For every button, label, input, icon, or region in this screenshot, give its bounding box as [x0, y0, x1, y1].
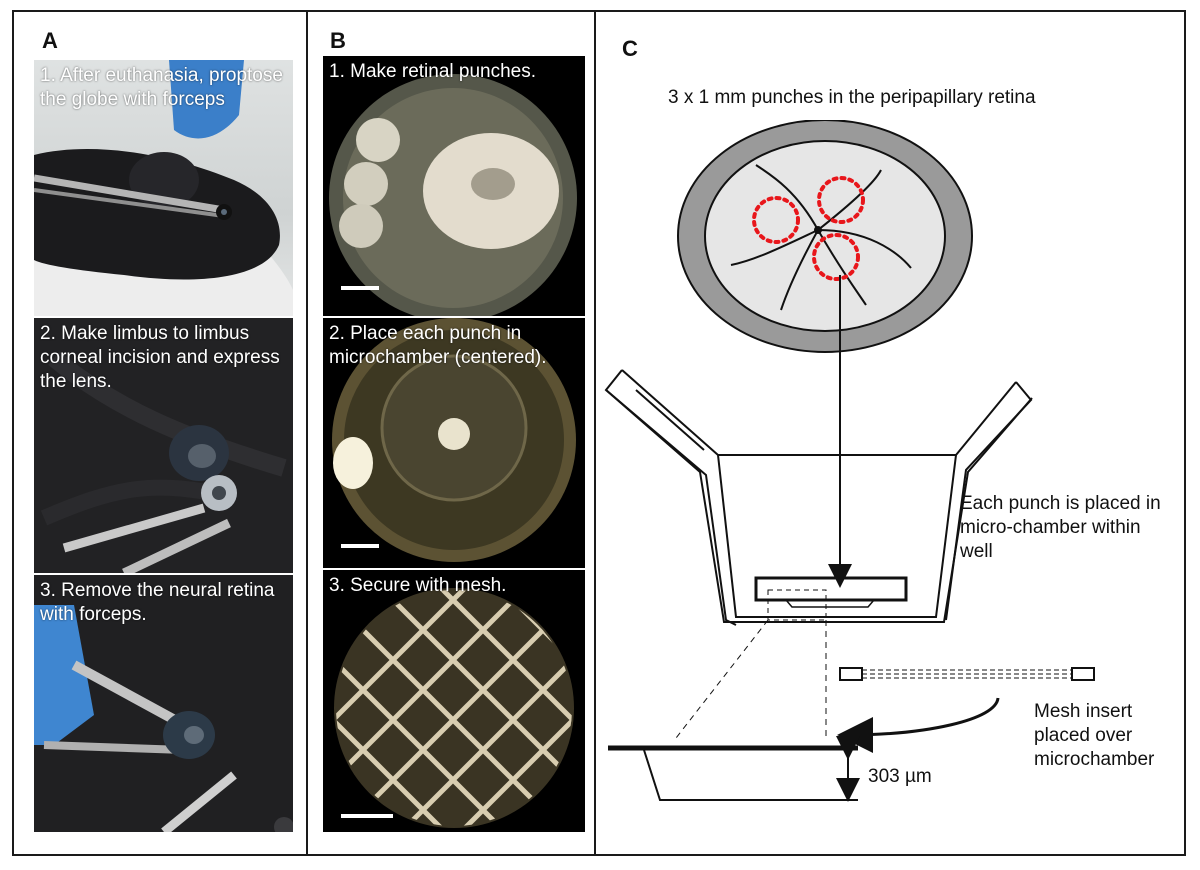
punch-description: 3 x 1 mm punches in the peripapillary re…	[668, 87, 1036, 108]
panel-a-label: A	[42, 28, 58, 53]
microchamber-diagram	[604, 120, 1095, 802]
photo-retinal-punches: 1. Make retinal punches.	[323, 56, 585, 316]
corneal-incision-illustration	[34, 318, 293, 573]
depth-label: 303 µm	[868, 766, 932, 787]
photo-corneal-incision: 2. Make limbus to limbus corneal incisio…	[34, 318, 293, 573]
panel-divider-ab	[306, 10, 308, 856]
mesh-insert	[839, 667, 1095, 681]
photo-remove-retina: 3. Remove the neural retina with forceps…	[34, 575, 293, 832]
step-a3-caption: 3. Remove the neural retina with forceps…	[40, 580, 275, 625]
scale-bar	[341, 544, 379, 548]
step-b3-caption: 3. Secure with mesh.	[329, 575, 507, 596]
mouse-head-illustration	[34, 60, 293, 316]
mesh-placement-arrow	[837, 697, 1000, 753]
microchamber-cross-section	[608, 736, 860, 802]
scale-bar	[341, 814, 393, 818]
zoom-guide-left	[675, 619, 769, 739]
step-b1-caption: 1. Make retinal punches.	[329, 61, 537, 82]
microchamber	[754, 576, 908, 602]
photo-proptose-globe: 1. After euthanasia, proptose the globe …	[34, 60, 293, 316]
microchamber-recess	[785, 599, 875, 608]
panel-divider-bc	[594, 10, 596, 856]
well-walls	[605, 389, 1033, 623]
panel-b-label: B	[330, 28, 346, 53]
retina-flatmount-diagram	[677, 120, 973, 353]
remove-retina-illustration	[34, 575, 293, 832]
step-a2-caption: 2. Make limbus to limbus corneal incisio…	[40, 323, 280, 392]
panel-c-label: C	[622, 36, 638, 61]
mesh-insert-note: Mesh insert placed over microchamber	[1034, 701, 1155, 770]
retinal-punches-illustration	[329, 74, 577, 316]
step-b2-caption: 2. Place each punch in microchamber (cen…	[329, 323, 547, 368]
mesh-photo-illustration	[334, 588, 574, 828]
punch-circles	[752, 176, 865, 281]
figure-frame	[12, 10, 1186, 856]
zoom-region	[767, 589, 827, 621]
photo-microchamber: 2. Place each punch in microchamber (cen…	[323, 318, 585, 568]
scale-bar	[341, 286, 379, 290]
step-a1-caption: 1. After euthanasia, proptose the globe …	[40, 65, 283, 110]
microchamber-placement-note: Each punch is placed in micro-chamber wi…	[960, 493, 1161, 562]
photo-secure-mesh: 3. Secure with mesh.	[323, 570, 585, 832]
microchamber-photo-illustration	[332, 318, 576, 562]
